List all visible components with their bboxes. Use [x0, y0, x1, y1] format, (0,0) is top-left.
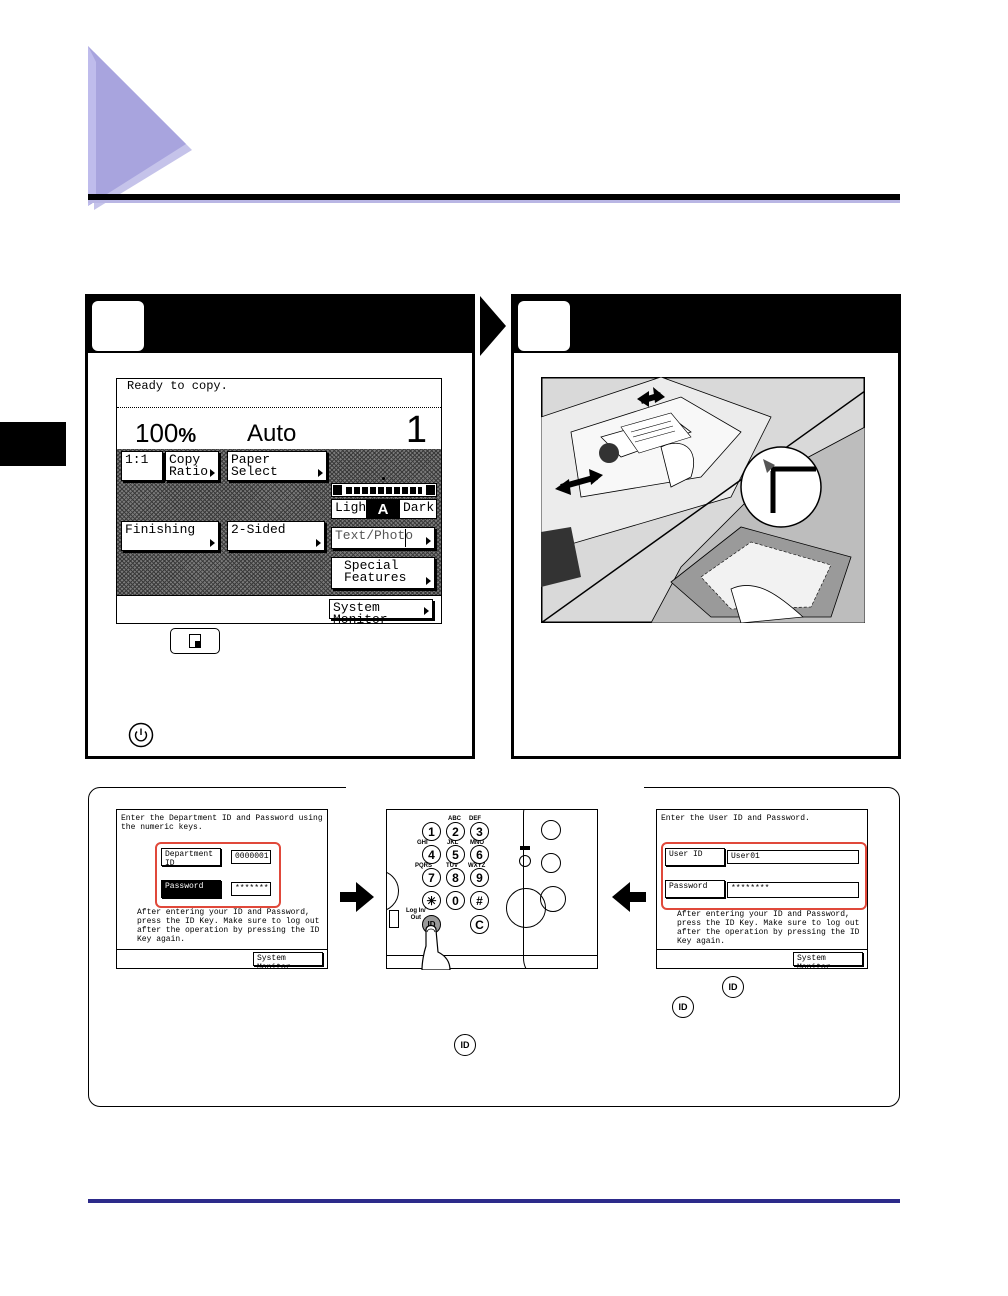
clear-key[interactable]: C — [470, 915, 489, 934]
key-2[interactable]: 2 — [446, 822, 465, 841]
dept-bottom-bar — [117, 949, 327, 968]
pressing-finger-icon — [421, 924, 451, 970]
dept-system-monitor-button[interactable]: System Monitor — [253, 952, 323, 968]
key-5[interactable]: 5 — [446, 845, 465, 864]
next-step-arrow-icon — [480, 296, 506, 356]
paper-size-value: Auto — [247, 420, 297, 447]
user-password-field[interactable]: ******** — [727, 882, 859, 898]
data-lamp — [520, 846, 530, 850]
text-photo-button[interactable]: Text/Photo — [331, 527, 435, 549]
header-rule — [88, 194, 900, 200]
chapter-triangle-icon — [88, 46, 192, 210]
key-label-mno: MNO — [470, 840, 484, 846]
id-key-icon: ID — [722, 976, 744, 998]
key-label-tuv: TUV — [446, 863, 458, 869]
bottom-bar — [117, 595, 441, 596]
dept-password-field[interactable]: ******* — [231, 882, 271, 896]
key-0[interactable]: 0 — [446, 891, 465, 910]
status-divider — [117, 407, 441, 408]
dept-highlight-box — [155, 842, 281, 908]
key-label-abc: ABC — [448, 816, 461, 822]
left-arrow-icon — [612, 882, 646, 912]
key-label-def: DEF — [469, 816, 481, 822]
user-id-button[interactable]: User ID — [665, 848, 725, 866]
two-sided-button[interactable]: 2-Sided — [227, 521, 325, 551]
density-darker-icon[interactable] — [426, 485, 435, 495]
density-ticks — [346, 487, 422, 494]
finishing-button[interactable]: Finishing — [121, 521, 219, 551]
key-4[interactable]: 4 — [422, 845, 441, 864]
key-3[interactable]: 3 — [470, 822, 489, 841]
stop-key[interactable] — [540, 886, 566, 912]
step-1-header — [88, 297, 472, 353]
density-scale[interactable] — [331, 483, 437, 497]
density-lighter-icon[interactable] — [333, 485, 342, 495]
key-1[interactable]: 1 — [422, 822, 441, 841]
paper-select-button[interactable]: Paper Select — [227, 451, 327, 481]
key-hash[interactable]: # — [470, 891, 489, 910]
density-light-button[interactable]: Light — [331, 499, 374, 519]
density-marker — [382, 477, 385, 480]
chapter-tab — [0, 422, 66, 466]
one-to-one-button[interactable]: 1:1 — [121, 451, 163, 481]
key-label-ghi: GHI — [417, 840, 428, 846]
text-photo-divider — [405, 529, 406, 547]
key-star[interactable]: ✳ — [422, 891, 441, 910]
copy-quantity: 1 — [405, 409, 427, 451]
log-in-out-label: Log In/Out — [406, 908, 426, 921]
original-placement-illustration — [541, 377, 865, 623]
density-auto-button[interactable]: A — [367, 499, 399, 519]
stop-indicator — [519, 855, 531, 867]
user-id-login-screen: Enter the User ID and Password. User ID … — [656, 809, 868, 969]
key-label-wxyz: WXYZ — [468, 863, 486, 869]
dept-id-field[interactable]: 0000001 — [231, 850, 271, 864]
density-dark-button[interactable]: Dark — [399, 499, 437, 519]
dept-login-message: Enter the Department ID and Password usi… — [121, 814, 323, 832]
dept-password-button[interactable]: Password — [161, 880, 221, 898]
user-login-message: Enter the User ID and Password. — [661, 814, 810, 823]
system-monitor-button[interactable]: System Monitor — [329, 599, 433, 623]
key-7[interactable]: 7 — [422, 868, 441, 887]
id-key-icon-3: ID — [454, 1034, 476, 1056]
user-login-note: After entering your ID and Password, pre… — [677, 910, 860, 946]
id-key-icon-2: ID — [672, 996, 694, 1018]
key-label-pqrs: PQRS — [415, 863, 433, 869]
step-2-header — [514, 297, 898, 353]
key-8[interactable]: 8 — [446, 868, 465, 887]
energy-saver-key-icon — [128, 722, 154, 748]
volume-key-icon[interactable] — [541, 853, 561, 873]
copy-ratio-value: 100% — [135, 418, 197, 448]
control-panel-keypad — [386, 809, 598, 969]
reset-key[interactable] — [541, 820, 561, 840]
dept-id-login-screen: Enter the Department ID and Password usi… — [116, 809, 328, 969]
dept-login-note: After entering your ID and Password, pre… — [137, 908, 320, 944]
key-6[interactable]: 6 — [470, 845, 489, 864]
key-label-jkl: JKL — [447, 840, 459, 846]
footer-rule — [88, 1199, 900, 1203]
user-id-field[interactable]: User01 — [727, 850, 859, 864]
start-key-icon — [170, 628, 220, 654]
user-system-monitor-button[interactable]: System Monitor — [793, 952, 863, 968]
copy-status: Ready to copy. — [127, 379, 228, 393]
user-password-button[interactable]: Password — [665, 880, 725, 898]
header-rule-shadow — [88, 200, 900, 203]
dept-id-button[interactable]: Department ID — [161, 848, 221, 868]
user-bottom-bar — [657, 949, 867, 968]
key-9[interactable]: 9 — [470, 868, 489, 887]
step-1-badge — [92, 301, 144, 351]
user-highlight-box — [661, 842, 867, 910]
right-arrow-icon — [340, 882, 374, 912]
info-box-title-gap — [346, 780, 644, 794]
step-2-badge — [518, 301, 570, 351]
